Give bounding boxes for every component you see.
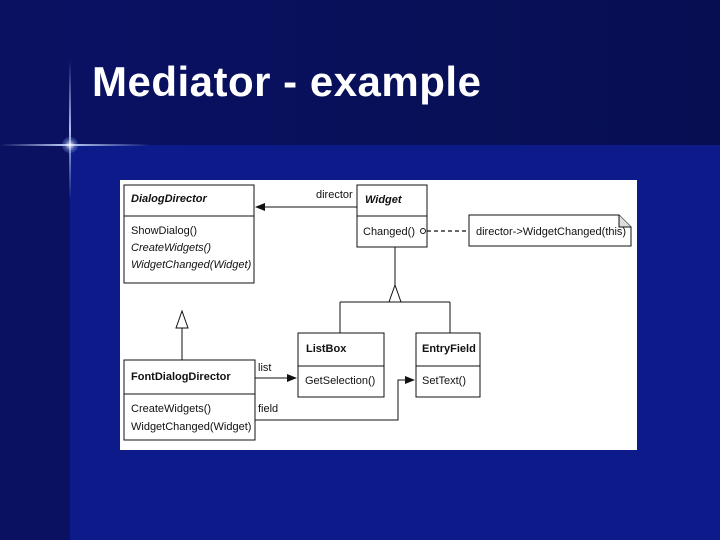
class-name-dialog-director: DialogDirector — [131, 193, 208, 205]
slide-header-background — [0, 0, 720, 145]
class-name-entry-field: EntryField — [422, 343, 476, 355]
class-font-dialog-director: FontDialogDirector CreateWidgets() Widge… — [123, 359, 256, 441]
sparkle-vertical-line — [69, 60, 71, 200]
slide-left-band — [0, 0, 70, 540]
class-name-widget: Widget — [365, 194, 403, 206]
op-widget-changed-abstract: WidgetChanged(Widget) — [131, 259, 252, 271]
op-set-text: SetText() — [422, 375, 466, 387]
class-list-box: ListBox GetSelection() — [297, 332, 385, 398]
class-dialog-director: DialogDirector ShowDialog() CreateWidget… — [123, 184, 255, 284]
op-widget-changed: WidgetChanged(Widget) — [131, 421, 251, 433]
op-create-widgets-abstract: CreateWidgets() — [131, 242, 211, 254]
op-create-widgets: CreateWidgets() — [131, 403, 211, 415]
association-director: director — [255, 189, 357, 211]
note-text: director->WidgetChanged(this) — [476, 226, 626, 238]
sparkle-star-icon — [62, 137, 78, 153]
class-name-font-dialog-director: FontDialogDirector — [131, 371, 231, 383]
op-get-selection: GetSelection() — [305, 375, 375, 387]
class-entry-field: EntryField SetText() — [415, 332, 481, 398]
role-label-field: field — [258, 403, 278, 415]
class-name-list-box: ListBox — [306, 343, 347, 355]
association-list: list — [255, 362, 297, 382]
slide-title: Mediator - example — [92, 58, 482, 105]
op-changed: Changed() — [363, 226, 415, 238]
op-show-dialog: ShowDialog() — [131, 225, 197, 237]
note-widget-changed: director->WidgetChanged(this) — [420, 214, 632, 247]
inheritance-font-dialog-director — [175, 309, 189, 360]
inheritance-widget-subclasses — [339, 247, 451, 333]
class-widget: Widget Changed() — [356, 184, 428, 248]
uml-class-diagram: DialogDirector ShowDialog() CreateWidget… — [120, 180, 637, 450]
role-label-list: list — [258, 362, 271, 374]
association-field: field — [255, 376, 415, 421]
role-label-director: director — [316, 189, 353, 201]
